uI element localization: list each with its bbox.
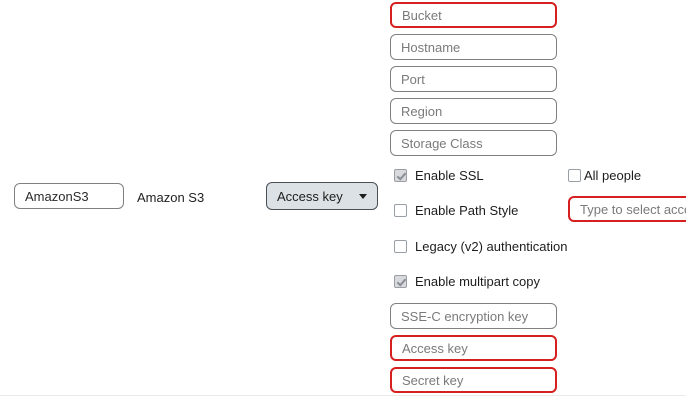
- access-key-input[interactable]: Access key: [390, 335, 557, 361]
- profile-name-input[interactable]: AmazonS3: [14, 183, 124, 209]
- auth-method-dropdown[interactable]: Access key: [266, 182, 378, 210]
- enable-ssl-checkbox[interactable]: [394, 169, 407, 182]
- enable-multipart-copy-checkbox[interactable]: [394, 275, 407, 288]
- hostname-input[interactable]: Hostname: [390, 34, 557, 60]
- region-input[interactable]: Region: [390, 98, 557, 124]
- bottom-divider: [0, 395, 686, 396]
- legacy-v2-authentication-checkbox-row[interactable]: Legacy (v2) authentication: [394, 239, 567, 254]
- enable-ssl-label: Enable SSL: [415, 168, 484, 183]
- auth-method-selected-value: Access key: [277, 188, 343, 204]
- port-input[interactable]: Port: [390, 66, 557, 92]
- protocol-label: Amazon S3: [137, 190, 205, 205]
- sse-c-encryption-key-input[interactable]: SSE-C encryption key: [390, 303, 557, 329]
- all-people-label: All people: [584, 168, 642, 183]
- secret-key-input[interactable]: Secret key: [390, 367, 557, 393]
- all-people-checkbox[interactable]: [568, 169, 581, 182]
- enable-ssl-checkbox-row[interactable]: Enable SSL: [394, 168, 484, 183]
- chevron-down-icon: [359, 193, 367, 199]
- storage-class-input[interactable]: Storage Class: [390, 130, 557, 156]
- account-select-input[interactable]: Type to select acco: [568, 196, 686, 222]
- enable-multipart-copy-checkbox-row[interactable]: Enable multipart copy: [394, 274, 540, 289]
- legacy-v2-authentication-checkbox[interactable]: [394, 240, 407, 253]
- enable-path-style-label: Enable Path Style: [415, 203, 519, 218]
- legacy-v2-authentication-label: Legacy (v2) authentication: [415, 239, 568, 254]
- enable-path-style-checkbox-row[interactable]: Enable Path Style: [394, 203, 518, 218]
- enable-path-style-checkbox[interactable]: [394, 204, 407, 217]
- all-people-checkbox-row[interactable]: All people: [568, 168, 641, 183]
- bucket-input[interactable]: Bucket: [390, 2, 557, 28]
- enable-multipart-copy-label: Enable multipart copy: [415, 274, 541, 289]
